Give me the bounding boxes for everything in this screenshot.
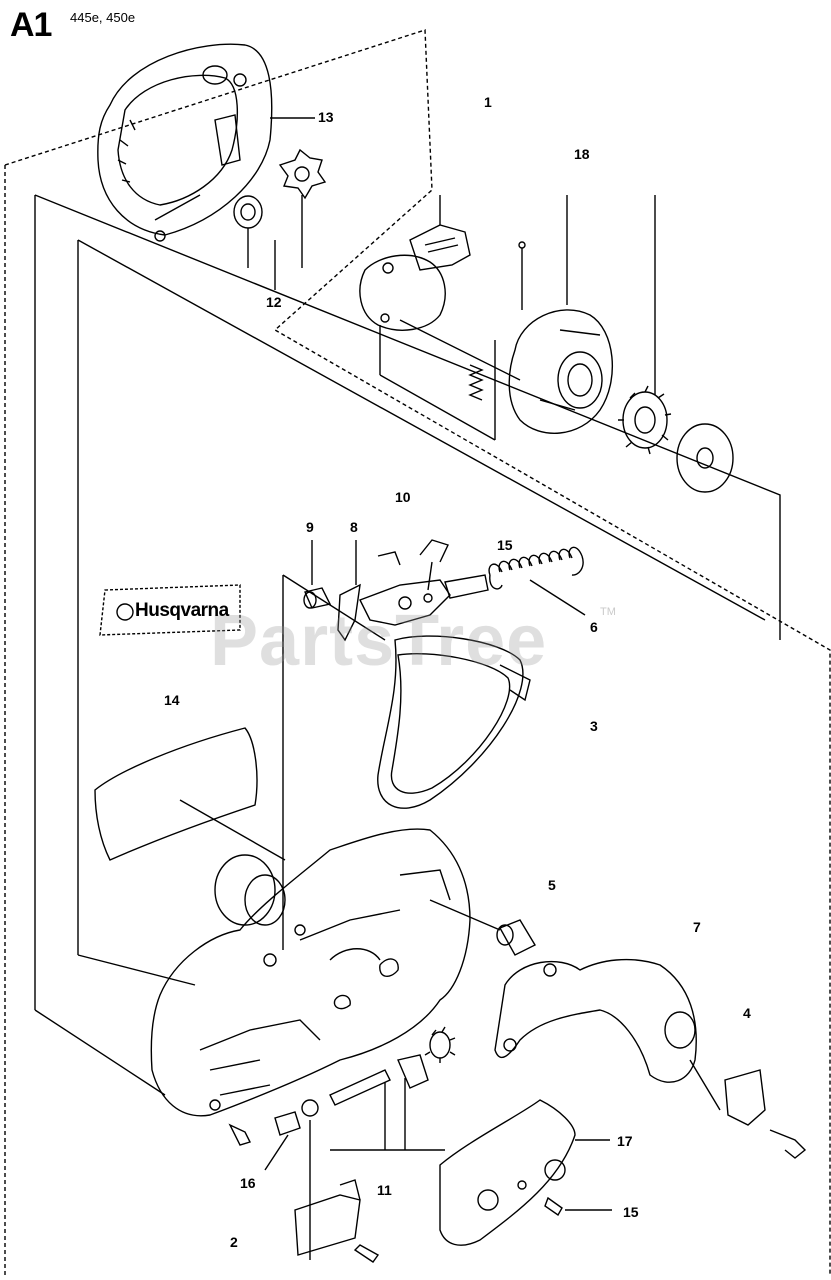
leader-1-frame-c — [399, 319, 521, 381]
husqvarna-decal-text: Husqvarna — [135, 600, 229, 621]
callout-8[interactable]: 8 — [350, 519, 358, 535]
husqvarna-decal — [99, 584, 241, 636]
leader-16 — [264, 1134, 289, 1171]
leader-frame-outer — [34, 194, 781, 640]
callout-17[interactable]: 17 — [617, 1133, 633, 1149]
callout-2[interactable]: 2 — [230, 1234, 238, 1250]
callout-5[interactable]: 5 — [548, 877, 556, 893]
screw-15b — [544, 1196, 563, 1217]
sprocket — [618, 385, 672, 455]
callout-9[interactable]: 9 — [306, 519, 314, 535]
callout-16[interactable]: 16 — [240, 1175, 256, 1191]
watermark-tm: TM — [600, 606, 616, 618]
pin-9 — [303, 587, 332, 609]
callout-6[interactable]: 6 — [590, 619, 598, 635]
leader-frame-diag-inner — [77, 954, 196, 986]
leader-14 — [179, 799, 286, 861]
small-spring — [468, 364, 484, 401]
small-gear — [424, 1026, 456, 1063]
callout-1[interactable]: 1 — [484, 94, 492, 110]
callout-18[interactable]: 18 — [574, 146, 590, 162]
callout-10[interactable]: 10 — [395, 489, 411, 505]
leader-frame-diag-outer — [34, 1009, 166, 1096]
washer — [676, 423, 734, 493]
leader-5 — [429, 899, 501, 931]
leader-10-b — [282, 574, 386, 641]
leader-4-7 — [689, 1059, 721, 1111]
handle-part-4 — [724, 1069, 807, 1159]
coil-spring-15 — [488, 546, 584, 590]
nut-16 — [274, 1099, 319, 1136]
callout-14[interactable]: 14 — [164, 692, 180, 708]
starter-housing-13 — [97, 43, 273, 242]
watermark-text: PartsTree — [210, 601, 548, 681]
clutch-drum-18 — [508, 309, 613, 434]
callout-4[interactable]: 4 — [743, 1005, 751, 1021]
callout-13[interactable]: 13 — [318, 109, 334, 125]
decal-14 — [94, 727, 258, 861]
callout-3[interactable]: 3 — [590, 718, 598, 734]
bracket-2 — [294, 1179, 380, 1263]
screw-bracket — [377, 539, 449, 591]
brake-lever-assembly — [359, 224, 471, 331]
adjuster-11 — [329, 1026, 456, 1106]
pawl-12b — [233, 195, 263, 229]
callout-15a[interactable]: 15 — [497, 537, 513, 553]
callout-12[interactable]: 12 — [266, 294, 282, 310]
threaded-rod — [444, 574, 489, 599]
chain-guard-7 — [494, 958, 697, 1083]
clutch-cover-body — [150, 828, 471, 1117]
callout-11[interactable]: 11 — [377, 1182, 392, 1198]
dashed-boundary-upper — [4, 29, 831, 1275]
brake-band-3 — [377, 635, 531, 809]
callout-15b[interactable]: 15 — [623, 1204, 639, 1220]
bolt — [228, 1123, 251, 1146]
brake-arm — [359, 579, 451, 626]
leader-6 — [529, 579, 586, 616]
leader-frame-inner — [77, 239, 766, 621]
model-numbers: 445e, 450e — [70, 10, 136, 25]
section-code: A1 — [10, 6, 52, 44]
guide-plate-17 — [439, 1099, 576, 1246]
pawl-12a — [278, 148, 327, 200]
bushing-5 — [496, 919, 536, 956]
leader-1-frame-b — [379, 374, 496, 441]
lever-8 — [337, 583, 361, 642]
callout-7[interactable]: 7 — [693, 919, 701, 935]
